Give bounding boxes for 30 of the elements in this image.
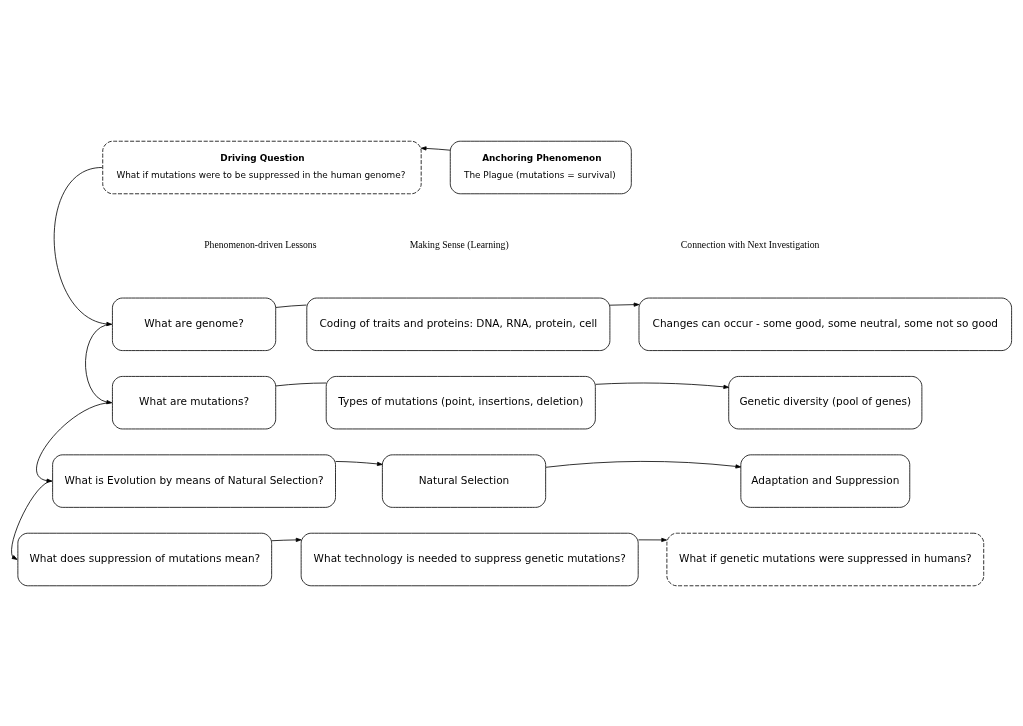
arrow — [53, 166, 113, 326]
arrow — [545, 460, 742, 468]
arrow — [335, 460, 383, 466]
node-box: Genetic diversity (pool of genes) — [728, 375, 923, 429]
arrow — [11, 480, 53, 560]
arrow — [420, 145, 451, 151]
node-box: What are genome? — [112, 297, 277, 351]
node-box: What if genetic mutations were suppressed in humans? — [666, 532, 985, 586]
label: Making Sense (Learning) — [409, 238, 509, 250]
node-box: Adaptation and Suppression — [740, 453, 911, 508]
node-box: Types of mutations (point, insertions, deletion) — [325, 375, 596, 429]
connector — [275, 304, 307, 308]
arrow — [609, 302, 640, 307]
arrow — [595, 382, 730, 389]
node-box: What does suppression of mutations mean? — [17, 532, 273, 586]
arrow — [85, 323, 113, 404]
label: Connection with Next Investigation — [680, 238, 820, 250]
node-box: What is Evolution by means of Natural Selection? — [52, 453, 336, 508]
node-box: Anchoring Phenomenon The Plague (mutations = survival) — [449, 140, 632, 194]
arrow — [638, 537, 667, 542]
arrow — [271, 537, 302, 542]
node-box: Natural Selection — [381, 453, 547, 508]
node-box: Changes can occur - some good, some neutral, some not so good — [638, 297, 1012, 351]
node-box: Coding of traits and proteins: DNA, RNA, protein, cell — [306, 297, 611, 351]
label: Phenomenon-driven Lessons — [204, 238, 317, 250]
node-box: What are mutations? — [112, 375, 277, 429]
arrow — [36, 401, 113, 483]
node-box: What technology is needed to suppress genetic mutations? — [300, 532, 639, 586]
node-box: Driving Question What if mutations were to be suppressed in the human genome? — [102, 140, 422, 194]
connector — [275, 382, 327, 386]
